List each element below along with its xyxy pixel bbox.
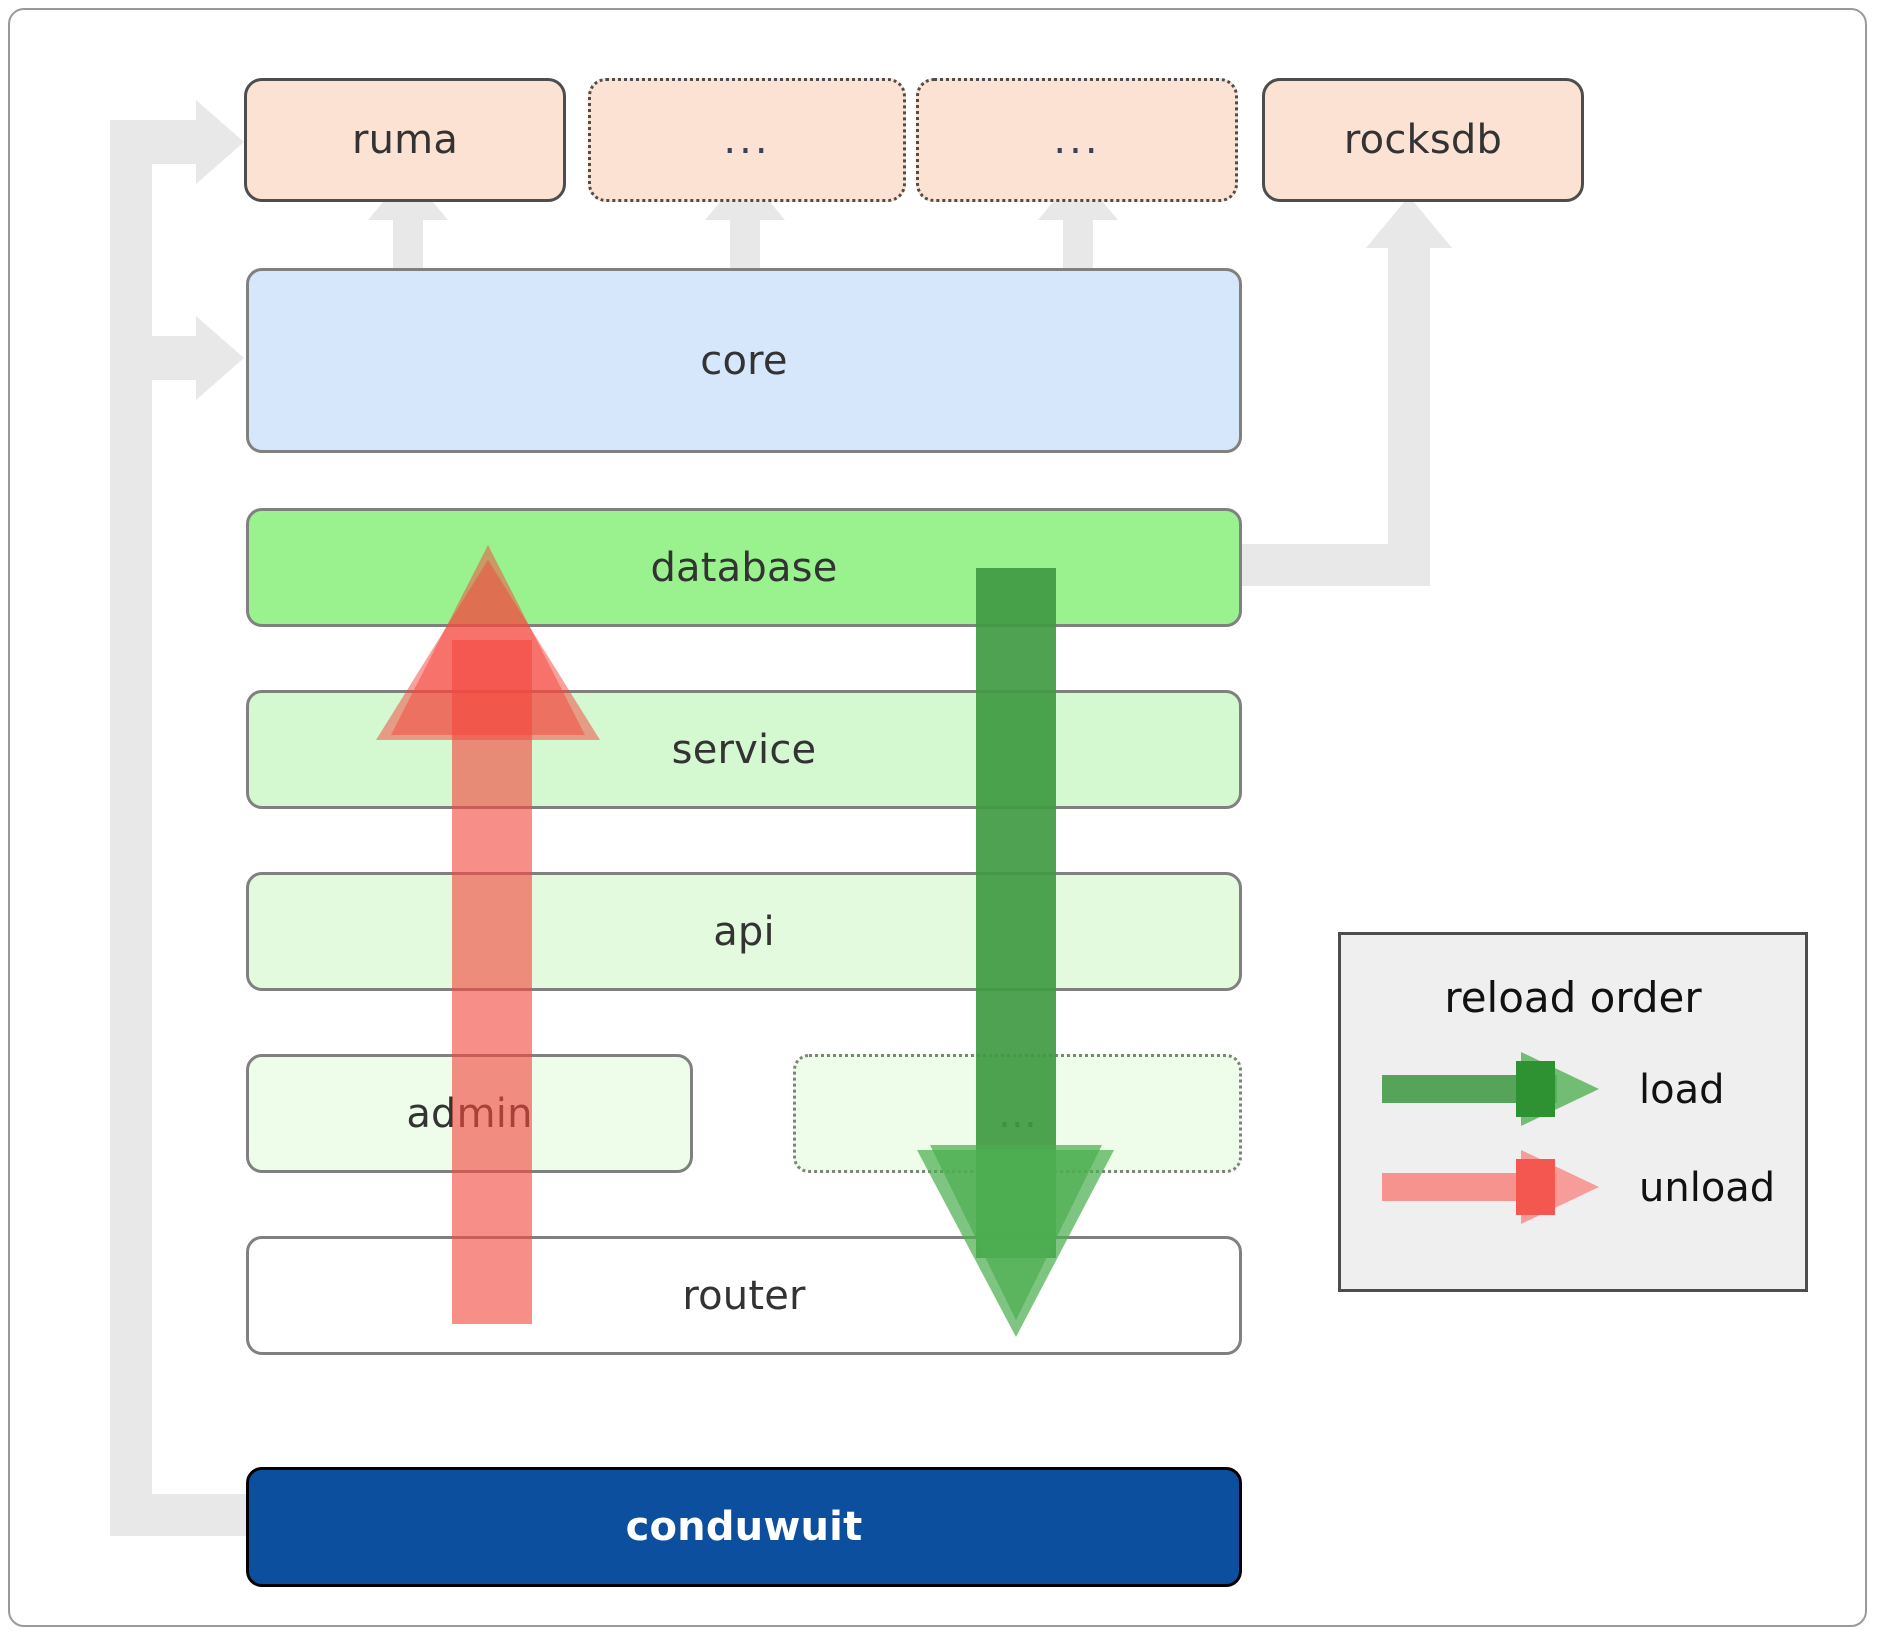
legend-panel: reload order load unload bbox=[1338, 932, 1808, 1292]
node-dep3[interactable]: ... bbox=[916, 78, 1238, 202]
node-layer-dots-label: ... bbox=[998, 1090, 1037, 1137]
legend-swatches bbox=[1382, 1052, 1599, 1224]
node-admin-label: admin bbox=[406, 1090, 533, 1137]
legend-unload-arrow bbox=[1382, 1150, 1599, 1224]
diagram-frame bbox=[8, 8, 1867, 1627]
node-layer-dots[interactable]: ... bbox=[793, 1054, 1242, 1173]
node-dep3-label: ... bbox=[1053, 117, 1101, 163]
node-dep2-label: ... bbox=[723, 117, 771, 163]
node-dep2[interactable]: ... bbox=[588, 78, 906, 202]
node-rocksdb[interactable]: rocksdb bbox=[1262, 78, 1584, 202]
node-conduwuit-label: conduwuit bbox=[625, 1504, 863, 1550]
node-router[interactable]: router bbox=[246, 1236, 1242, 1355]
node-ruma[interactable]: ruma bbox=[244, 78, 566, 202]
legend-label-load: load bbox=[1639, 1067, 1725, 1113]
legend-load-arrow bbox=[1382, 1052, 1599, 1126]
node-router-label: router bbox=[682, 1272, 806, 1319]
node-rocksdb-label: rocksdb bbox=[1343, 117, 1503, 163]
node-service-label: service bbox=[671, 726, 817, 773]
node-database[interactable]: database bbox=[246, 508, 1242, 627]
legend-label-unload: unload bbox=[1639, 1165, 1776, 1211]
node-conduwuit[interactable]: conduwuit bbox=[246, 1467, 1242, 1587]
node-ruma-label: ruma bbox=[351, 117, 459, 163]
node-database-label: database bbox=[650, 544, 838, 591]
node-core-label: core bbox=[700, 337, 788, 384]
legend-title: reload order bbox=[1444, 973, 1702, 1022]
node-service[interactable]: service bbox=[246, 690, 1242, 809]
node-admin[interactable]: admin bbox=[246, 1054, 693, 1173]
node-api[interactable]: api bbox=[246, 872, 1242, 991]
node-core[interactable]: core bbox=[246, 268, 1242, 453]
node-api-label: api bbox=[713, 908, 775, 955]
